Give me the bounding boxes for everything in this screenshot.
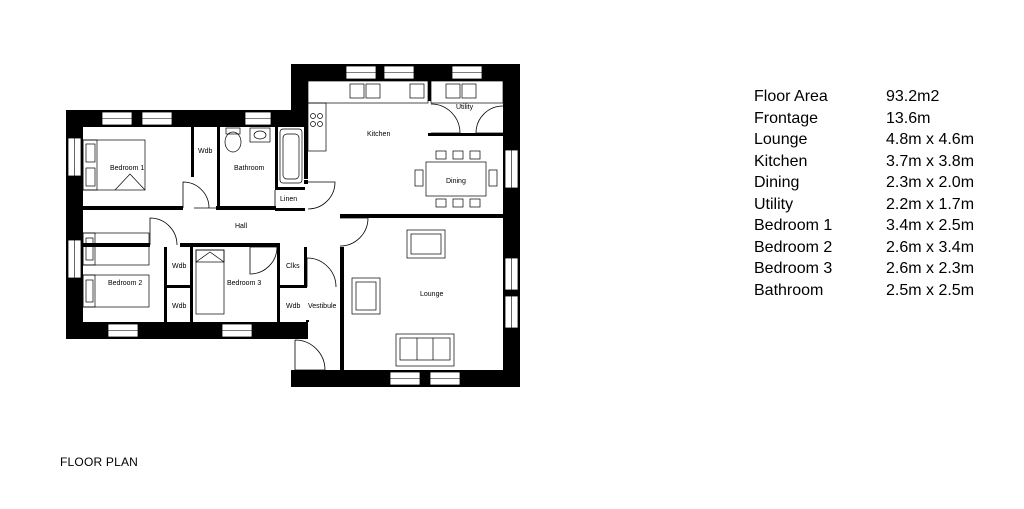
spec-value: 3.4m x 2.5m — [886, 217, 975, 234]
spec-name: Bathroom — [754, 281, 824, 299]
spec-name: Dining — [754, 174, 800, 191]
furniture — [82, 80, 504, 367]
internal-walls — [83, 81, 503, 370]
label-wdb-bedroom1: Wdb — [198, 148, 213, 155]
label-utility: Utility — [456, 104, 474, 111]
door-swings — [149, 103, 504, 371]
spec-name: Bedroom 1 — [754, 217, 833, 234]
label-linen: Linen — [280, 196, 297, 203]
label-kitchen: Kitchen — [367, 131, 390, 138]
spec-value: 2.2m x 1.7m — [886, 195, 975, 213]
spec-name: Bedroom 2 — [754, 238, 833, 256]
spec-value: 2.3m x 2.0m — [886, 174, 975, 191]
spec-row: Bedroom 1 3.4m x 2.5m — [754, 215, 974, 237]
spec-value: 2.6m x 2.3m — [886, 260, 975, 277]
spec-row: Bedroom 3 2.6m x 2.3m — [754, 258, 974, 280]
spec-value: 3.7m x 3.8m — [886, 152, 975, 170]
spec-row: Frontage 13.6m — [754, 108, 974, 130]
spec-name: Lounge — [754, 131, 808, 148]
spec-row: Bedroom 2 2.6m x 3.4m — [754, 237, 974, 259]
label-wdb-bedroom3: Wdb — [286, 303, 301, 310]
spec-value: 93.2m2 — [886, 88, 940, 105]
spec-row: Bathroom 2.5m x 2.5m — [754, 280, 974, 302]
spec-value: 13.6m — [886, 109, 931, 127]
spec-value: 2.6m x 3.4m — [886, 238, 975, 256]
floor-plan-caption: FLOOR PLAN — [60, 455, 139, 469]
spec-name: Floor Area — [754, 88, 828, 105]
label-clks: Clks — [286, 263, 300, 270]
spec-row: Kitchen 3.7m x 3.8m — [754, 151, 974, 173]
label-dining: Dining — [446, 178, 466, 185]
label-hall: Hall — [235, 223, 248, 230]
label-bathroom: Bathroom — [234, 165, 265, 172]
label-bedroom3: Bedroom 3 — [227, 280, 261, 287]
label-bedroom1: Bedroom 1 — [110, 165, 144, 172]
spec-name: Bedroom 3 — [754, 260, 833, 277]
label-vestibule: Vestibule — [308, 303, 337, 310]
spec-row: Floor Area 93.2m2 — [754, 86, 974, 108]
spec-row: Utility 2.2m x 1.7m — [754, 194, 974, 216]
spec-row: Dining 2.3m x 2.0m — [754, 172, 974, 194]
label-wdb-bedroom2-bottom: Wdb — [172, 303, 187, 310]
floor-plan-drawing: Bedroom 1 Wdb Bathroom Linen Hall Kitche… — [66, 64, 520, 387]
label-bedroom2: Bedroom 2 — [108, 280, 142, 287]
room-labels: Bedroom 1 Wdb Bathroom Linen Hall Kitche… — [108, 104, 474, 310]
spec-row: Lounge 4.8m x 4.6m — [754, 129, 974, 151]
label-wdb-bedroom2-top: Wdb — [172, 263, 187, 270]
spec-name: Frontage — [754, 109, 819, 127]
spec-value: 4.8m x 4.6m — [886, 131, 975, 148]
spec-name: Utility — [754, 195, 794, 213]
spec-name: Kitchen — [754, 152, 808, 170]
label-lounge: Lounge — [420, 291, 443, 298]
spec-value: 2.5m x 2.5m — [886, 281, 975, 299]
